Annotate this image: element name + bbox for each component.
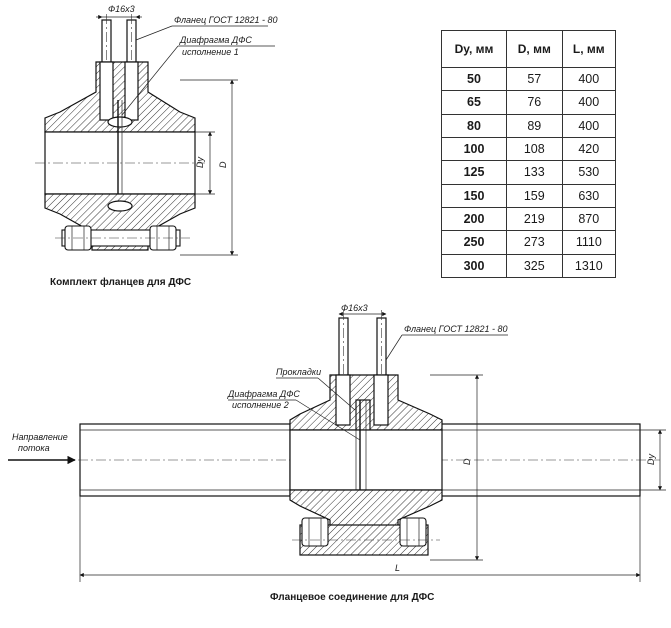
- label-diaphragm-top-1: Диафрагма ДФС: [179, 35, 252, 45]
- flange-connection-drawing: Направление потока D Dy L Ф16х3 Фланец Г…: [8, 303, 666, 603]
- cell-l: 1110: [561, 230, 617, 255]
- dim-l-bottom: L: [395, 563, 400, 573]
- diaphragm-knob-bottom: [107, 200, 133, 212]
- header-l: L, мм: [561, 30, 617, 68]
- cell-l: 1310: [561, 253, 617, 279]
- dim-dy-top: Dy: [195, 157, 205, 168]
- cell-dy: 300: [441, 253, 507, 279]
- cell-d: 133: [506, 160, 563, 185]
- cell-d: 89: [506, 113, 563, 138]
- cell-d: 159: [506, 183, 563, 208]
- caption-bottom: Фланцевое соединение для ДФС: [270, 592, 434, 603]
- cell-d: 219: [506, 206, 563, 232]
- cell-l: 530: [561, 160, 617, 185]
- caption-top: Комплект фланцев для ДФС: [50, 276, 191, 288]
- cell-l: 400: [561, 90, 617, 115]
- cell-l: 400: [561, 66, 617, 92]
- label-flange-top: Фланец ГОСТ 12821 - 80: [174, 15, 277, 25]
- cell-d: 57: [506, 66, 563, 92]
- dim-dy-bottom: Dy: [646, 454, 656, 465]
- cell-l: 630: [561, 183, 617, 208]
- cell-dy: 250: [441, 230, 507, 255]
- lower-flange: [44, 193, 196, 251]
- label-flow-2: потока: [18, 443, 50, 453]
- cell-d: 273: [506, 230, 563, 255]
- header-d: D, мм: [506, 30, 563, 68]
- cell-d: 325: [506, 253, 563, 279]
- cell-l: 870: [561, 206, 617, 232]
- nut-left-bottom: [301, 517, 329, 547]
- cell-dy: 150: [441, 183, 507, 208]
- label-diaphragm-top-2: исполнение 1: [182, 47, 239, 57]
- table-header-row: Dy, мм D, мм L, мм: [441, 30, 617, 68]
- cell-dy: 125: [441, 160, 507, 185]
- flange-kit-drawing: Dy D Ф16х3 Фланец ГОСТ 12821 - 80 Диафра…: [35, 4, 277, 288]
- nut-right-bottom: [399, 517, 427, 547]
- label-diaphragm-bottom-2: исполнение 2: [232, 400, 289, 410]
- cell-l: 420: [561, 136, 617, 162]
- cell-dy: 100: [441, 136, 507, 162]
- cell-dy: 80: [441, 113, 507, 138]
- label-flange-bottom: Фланец ГОСТ 12821 - 80: [404, 324, 507, 334]
- dim-d-top: D: [218, 161, 228, 168]
- cell-l: 400: [561, 113, 617, 138]
- label-diaphragm-bottom-1: Диафрагма ДФС: [227, 389, 300, 399]
- label-gaskets: Прокладки: [276, 367, 321, 377]
- cell-dy: 50: [441, 66, 507, 92]
- cell-dy: 65: [441, 90, 507, 115]
- header-dy: Dy, мм: [441, 30, 507, 68]
- label-pipe-size-bottom: Ф16х3: [341, 303, 368, 313]
- cell-d: 108: [506, 136, 563, 162]
- dim-d-bottom: D: [462, 458, 472, 465]
- cell-dy: 200: [441, 206, 507, 232]
- diaphragm-knob-top: [107, 116, 133, 128]
- label-pipe-size-top: Ф16х3: [108, 4, 135, 14]
- cell-d: 76: [506, 90, 563, 115]
- label-flow-1: Направление: [12, 432, 68, 442]
